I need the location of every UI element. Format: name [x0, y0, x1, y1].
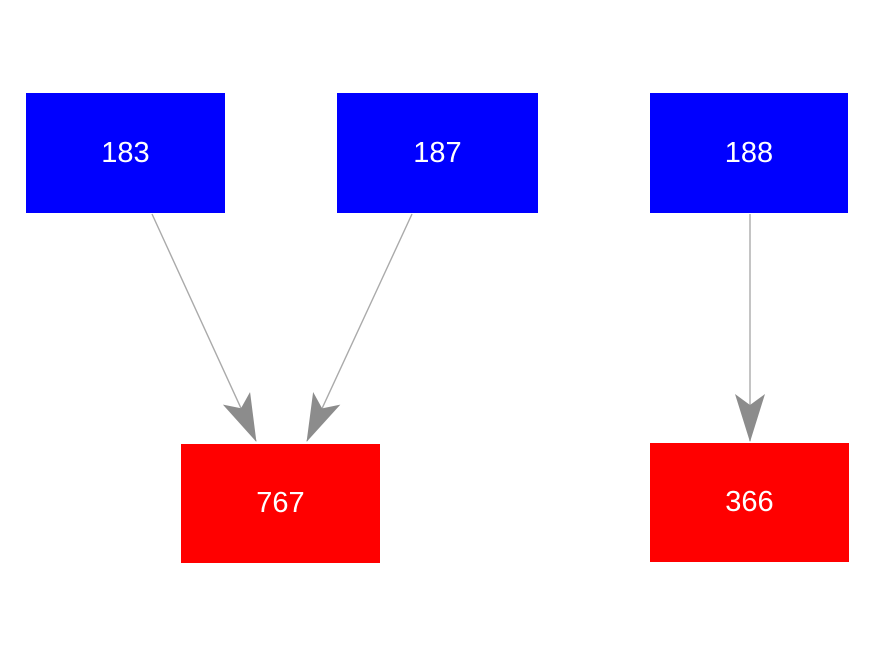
node-366: 366 — [650, 443, 849, 562]
node-183: 183 — [26, 93, 225, 213]
node-label: 187 — [413, 136, 462, 169]
node-767: 767 — [181, 444, 380, 563]
node-187: 187 — [337, 93, 538, 213]
edge-187-to-767 — [306, 213, 413, 442]
node-label: 188 — [724, 136, 774, 169]
node-188: 188 — [650, 93, 848, 213]
node-label: 183 — [101, 136, 150, 169]
edge-183-to-767 — [151, 213, 257, 442]
node-label: 366 — [725, 486, 774, 518]
node-label: 767 — [256, 487, 305, 519]
